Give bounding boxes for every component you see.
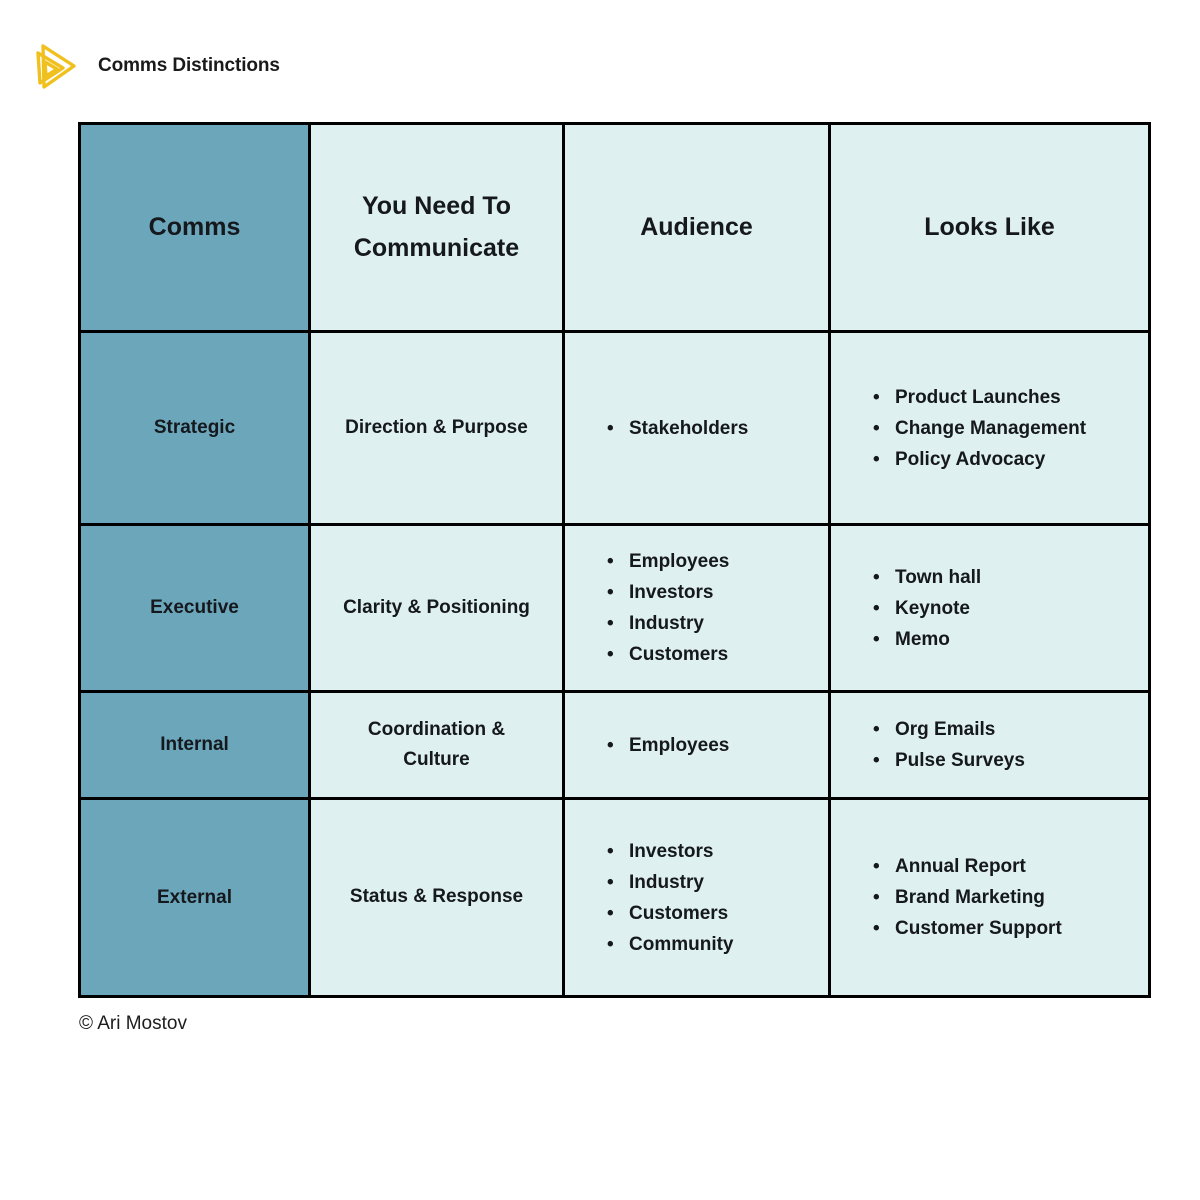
bullet-item: Town hall [871,562,1142,593]
bullet-list: Org Emails Pulse Surveys [871,714,1142,776]
cell-internal-audience: Employees [562,690,831,800]
bullet-item: Org Emails [871,714,1142,745]
bullet-list: Employees Investors Industry Customers [605,546,822,670]
bullet-item: Brand Marketing [871,882,1142,913]
row-label-internal: Internal [78,690,311,800]
bullet-item: Customers [605,898,822,929]
bullet-item: Community [605,929,822,960]
column-header-comms: Comms [78,122,311,333]
bullet-item: Investors [605,577,822,608]
bullet-list: Annual Report Brand Marketing Customer S… [871,851,1142,944]
cell-external-looks-like: Annual Report Brand Marketing Customer S… [828,797,1151,998]
table-row: External Status & Response Investors Ind… [78,797,1151,998]
table-row: Internal Coordination & Culture Employee… [78,690,1151,800]
header-row: Comms You Need To Communicate Audience L… [78,122,1151,333]
cell-executive-looks-like: Town hall Keynote Memo [828,523,1151,693]
table-row: Strategic Direction & Purpose Stakeholde… [78,330,1151,526]
bullet-item: Memo [871,624,1142,655]
bullet-item: Industry [605,608,822,639]
bullet-item: Keynote [871,593,1142,624]
bullet-item: Investors [605,836,822,867]
cell-internal-looks-like: Org Emails Pulse Surveys [828,690,1151,800]
page-title: Comms Distinctions [98,55,280,76]
cell-internal-communicate: Coordination & Culture [308,690,565,800]
brand-header: Comms Distinctions [30,42,280,90]
bullet-list: Product Launches Change Management Polic… [871,382,1142,475]
copyright-text: © Ari Mostov [79,1013,187,1034]
bullet-item: Employees [605,546,822,577]
bullet-item: Pulse Surveys [871,745,1142,776]
row-label-executive: Executive [78,523,311,693]
column-header-audience: Audience [562,122,831,333]
cell-strategic-communicate: Direction & Purpose [308,330,565,526]
bullet-item: Customer Support [871,913,1142,944]
bullet-list: Employees [605,730,822,761]
bullet-item: Industry [605,867,822,898]
cell-executive-communicate: Clarity & Positioning [308,523,565,693]
row-label-strategic: Strategic [78,330,311,526]
bullet-item: Customers [605,639,822,670]
bullet-item: Annual Report [871,851,1142,882]
bullet-item: Product Launches [871,382,1142,413]
cell-strategic-audience: Stakeholders [562,330,831,526]
cell-strategic-looks-like: Product Launches Change Management Polic… [828,330,1151,526]
bullet-item: Change Management [871,413,1142,444]
bullet-list: Town hall Keynote Memo [871,562,1142,655]
play-triangles-icon [30,42,76,90]
bullet-item: Employees [605,730,822,761]
cell-executive-audience: Employees Investors Industry Customers [562,523,831,693]
bullet-list: Stakeholders [605,413,822,444]
column-header-looks-like: Looks Like [828,122,1151,333]
cell-external-audience: Investors Industry Customers Community [562,797,831,998]
table-row: Executive Clarity & Positioning Employee… [78,523,1151,693]
bullet-item: Stakeholders [605,413,822,444]
comms-matrix-table: Comms You Need To Communicate Audience L… [78,122,1151,998]
bullet-list: Investors Industry Customers Community [605,836,822,960]
column-header-communicate: You Need To Communicate [308,122,565,333]
cell-external-communicate: Status & Response [308,797,565,998]
bullet-item: Policy Advocacy [871,444,1142,475]
row-label-external: External [78,797,311,998]
